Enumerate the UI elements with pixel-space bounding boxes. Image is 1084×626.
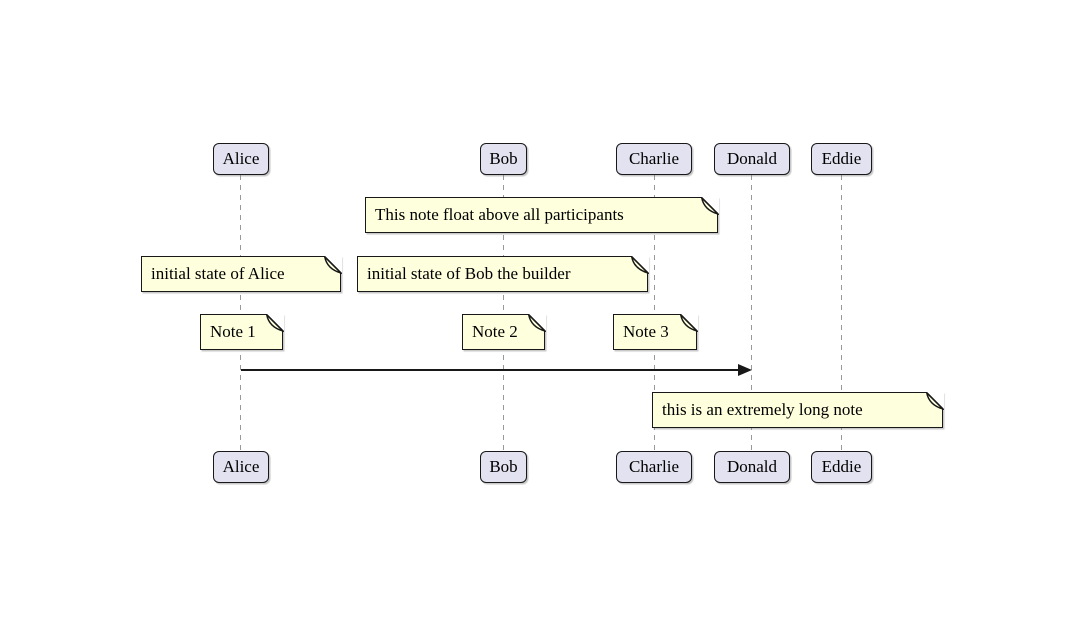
participant-charlie-top: Charlie (616, 143, 692, 175)
lifeline-eddie (841, 175, 842, 451)
participant-bob-top: Bob (480, 143, 527, 175)
note-text: initial state of Bob the builder (367, 264, 571, 283)
note-extremely-long: this is an extremely long note (652, 391, 944, 428)
note-fold-icon (679, 313, 698, 332)
note-2: Note 2 (462, 313, 546, 350)
participant-alice-top: Alice (213, 143, 269, 175)
note-fold-icon (265, 313, 284, 332)
note-fold-icon (527, 313, 546, 332)
participant-eddie-bottom: Eddie (811, 451, 872, 483)
participant-bob-bottom: Bob (480, 451, 527, 483)
arrow-head-icon (738, 364, 752, 376)
note-fold-icon (630, 255, 649, 274)
note-fold-icon (925, 391, 944, 410)
note-text: This note float above all participants (375, 205, 624, 224)
note-text: initial state of Alice (151, 264, 285, 283)
note-initial-state-alice: initial state of Alice (141, 255, 342, 292)
note-floating: This note float above all participants (365, 196, 719, 233)
participant-donald-top: Donald (714, 143, 790, 175)
participant-eddie-top: Eddie (811, 143, 872, 175)
note-text: Note 3 (623, 322, 669, 341)
message-arrow-alice-to-donald (241, 362, 752, 378)
participant-donald-bottom: Donald (714, 451, 790, 483)
note-1: Note 1 (200, 313, 284, 350)
note-3: Note 3 (613, 313, 698, 350)
lifeline-bob (503, 175, 504, 451)
arrow-line (241, 369, 740, 371)
participant-alice-bottom: Alice (213, 451, 269, 483)
note-text: Note 2 (472, 322, 518, 341)
note-initial-state-bob: initial state of Bob the builder (357, 255, 649, 292)
participant-charlie-bottom: Charlie (616, 451, 692, 483)
note-fold-icon (700, 196, 719, 215)
note-fold-icon (323, 255, 342, 274)
lifeline-donald (751, 175, 752, 451)
note-text: Note 1 (210, 322, 256, 341)
lifeline-alice (240, 175, 241, 451)
note-text: this is an extremely long note (662, 400, 863, 419)
lifeline-charlie (654, 175, 655, 451)
